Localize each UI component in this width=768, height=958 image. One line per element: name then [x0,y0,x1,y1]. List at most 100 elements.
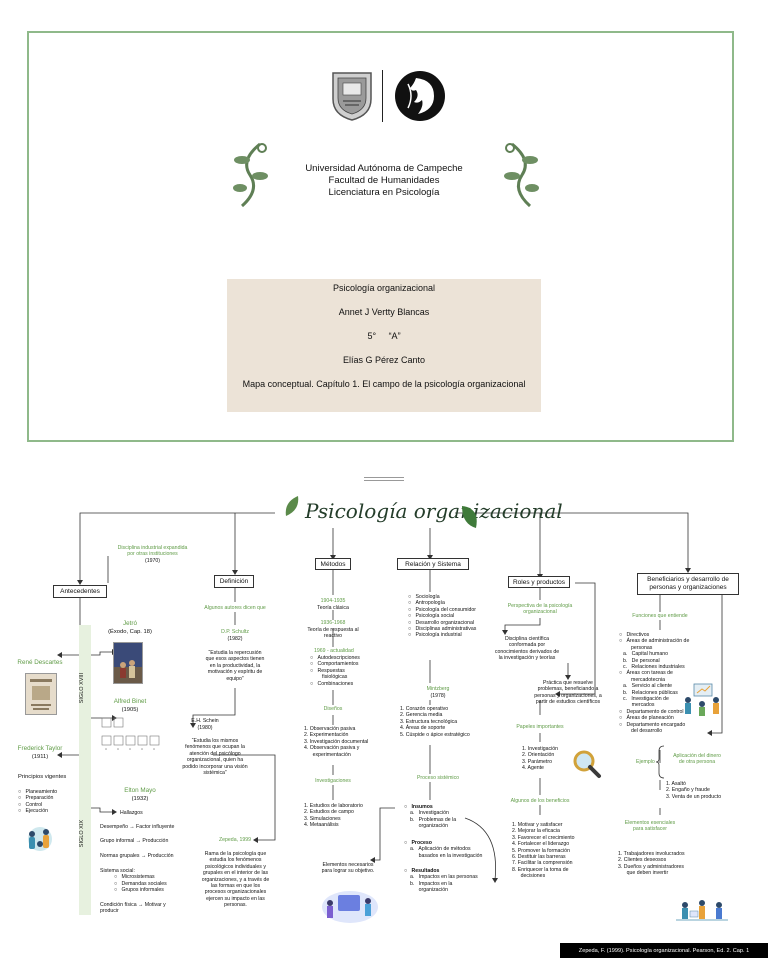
beneficio-item: 2. Mejorar la eficacia [512,828,560,835]
inv-item: 4. Metaanálisis [304,822,339,829]
relacion-list: ○ Sociología ○ Antropología ○ Psicología… [408,594,508,639]
insumo-item: a. Investigación [410,810,449,817]
func-item: ○ Directivos [619,632,650,638]
quote-line: fenómenos que ocupan la [185,744,245,751]
student-name: Annet J Vertty Blancas [338,307,430,317]
group: “A” [388,331,401,341]
quote-line: organizacional, quien ha [186,757,244,764]
course-name: Psicología organizacional [332,283,436,293]
binet-year: (1905) [121,707,139,713]
insumos-block: ○ Insumos a. Investigación b. Problemas … [404,804,514,830]
papel-item: 4. Agente [522,765,544,772]
faculty-line: Facultad de Humanidades [328,175,440,186]
insumo-item: b. Problemas de la [410,816,457,823]
func-item: a. Servicio al cliente [623,683,673,690]
ejemplo-list: 1. Asaltó 2. Engaño y fraude 3. Venta de… [666,781,736,800]
def-line: procesos organizacionales [204,889,267,896]
rene-descartes-label: René Descartes [17,659,63,666]
team-meeting-illustration [685,683,719,716]
map-title: Psicología organizacional [305,499,563,523]
beneficio-item: 8. Enriquecer la toma de [512,866,569,873]
func-item: c. Relaciones industriales [623,664,685,671]
office-illustration [676,900,728,921]
condicion-line: Condición física → Motivar y [100,902,166,908]
schein-year: (1980) [197,725,213,731]
proceso-item: basados en la investigación [410,852,483,859]
relacion-item: ○ Disciplinas administrativas [408,626,477,633]
ejemplo-item: 3. Venta de un producto [666,793,722,800]
insumo-item: organización [410,823,449,830]
sistema-social-label: Sistema social: [100,868,135,874]
sistema-item: ○ Demandas sociales [114,880,167,887]
funciones-label: Funciones que entiende [632,613,688,619]
func-item: ○ Áreas de planeación [619,715,674,722]
proceso-block: ○ Proceso a. Aplicación de métodos basad… [404,840,514,859]
leaf-icon [285,496,299,516]
elementos-necesarios: Elementos necesarios para lograr su obje… [318,862,378,875]
page-separator [364,477,404,481]
diseno-item: experimentación [304,751,351,758]
def-line: psicológicos individuales y [205,863,266,870]
aplicacion-line: Aplicación del dinero [673,753,721,759]
disciplina-cientifica: Disciplina científica conformada por con… [487,636,567,662]
sistema-social: Sistema social: ○ Microsistemas ○ Demand… [100,868,190,894]
disciplina-line: la investigación y teorías [498,655,556,662]
elementos-line: Elementos necesarios [322,862,374,868]
ejemplo-item: 1. Asaltó [666,781,686,787]
faculty-logo [395,71,445,121]
resultado-item: b. Impactos en la [410,880,453,887]
esencial-item: que deben invertir [618,870,669,877]
inv-item: 2. Estudios de campo [304,809,354,816]
principios-title: Principios vigentes [18,774,67,780]
quote-line: motivación y espíritu de [207,669,263,676]
diseno-item: 2. Experimentación [304,732,349,739]
papeles-label: Papeles importantes [516,724,564,730]
institution-block: Universidad Autónoma de Campeche Faculta… [0,163,768,199]
funciones-list: ○ Directivos ○ Áreas de administración d… [619,632,709,735]
antecedentes-box: Antecedentes [53,585,107,598]
jetro-ref: (Éxodo, Cap. 18) [108,629,152,635]
func-item: ○ Áreas de administración de [619,638,690,645]
perspectiva-line: Perspectiva de la psicología [507,603,573,609]
beneficio-item: decisiones [512,873,546,880]
p3-item: ○ Combinaciones [310,680,354,687]
p3-item: ○ Comportamientos [310,661,359,668]
period-3-list: ○ Autodescripciones ○ Comportamientos ○ … [310,655,390,687]
magnifier-icon [573,750,601,778]
func-item: ○ Áreas con tareas de [619,670,673,677]
mintzberg-list: 1. Corazón operativo 2. Gerencia media 3… [400,706,510,738]
mintz-item: 1. Corazón operativo [400,706,449,712]
quote-line: “Estudia la repercusión [208,650,262,656]
period-2-text: Teoría de respuesta al reactivo [290,627,376,640]
period-1-text: Teoría clásica [317,605,349,611]
quote-line: que esos aspectos tienen [205,656,265,663]
sistema-item: ○ Microsistemas [114,874,155,881]
proceso-sistemico-label: Proceso sistémico [416,775,460,781]
quote-line: equipo” [226,675,244,682]
ejemplo-item: 2. Engaño y fraude [666,787,710,794]
quote-line: podido incorporar una visión [182,763,248,770]
teamwork-illustration [322,891,378,923]
disciplina-line: conocimientos derivados de [494,648,560,655]
relacion-item: ○ Psicología industrial [408,632,462,639]
top-note: Disciplina industrial expandida por otra… [95,545,210,564]
disenos-list: 1. Observación pasiva 2. Experimentación… [304,726,394,758]
beneficio-item: 3. Favorecer el crecimiento [512,834,575,841]
quote-line: “Estudia los mismos [191,738,239,744]
period-3: 1969 - actualidad [314,648,354,654]
principios-list: ○ Planeamiento ○ Preparación ○ Control ○… [18,789,83,815]
sistema-item: ○ Grupos informales [114,887,164,894]
beneficiarios-line: Beneficiarios y desarrollo de [647,576,729,583]
practica: Práctica que resuelve problemas, benefic… [520,680,616,706]
def-line: grupales en el interior de las [202,870,269,877]
mintzberg-year: (1978) [430,693,446,699]
mintz-item: 5. Cúspide o ápice estratégico [400,731,470,738]
disciplina-line: Disciplina científica [504,636,550,642]
book-cover-image [25,673,57,715]
beneficio-item: 6. Destituir las barreras [512,854,566,861]
esencial-item: 1. Trabajadores involucrados [618,851,685,857]
papel-item: 2. Orientación [522,752,555,759]
func-item: personas [631,644,653,651]
def-line: personas. [224,902,247,909]
